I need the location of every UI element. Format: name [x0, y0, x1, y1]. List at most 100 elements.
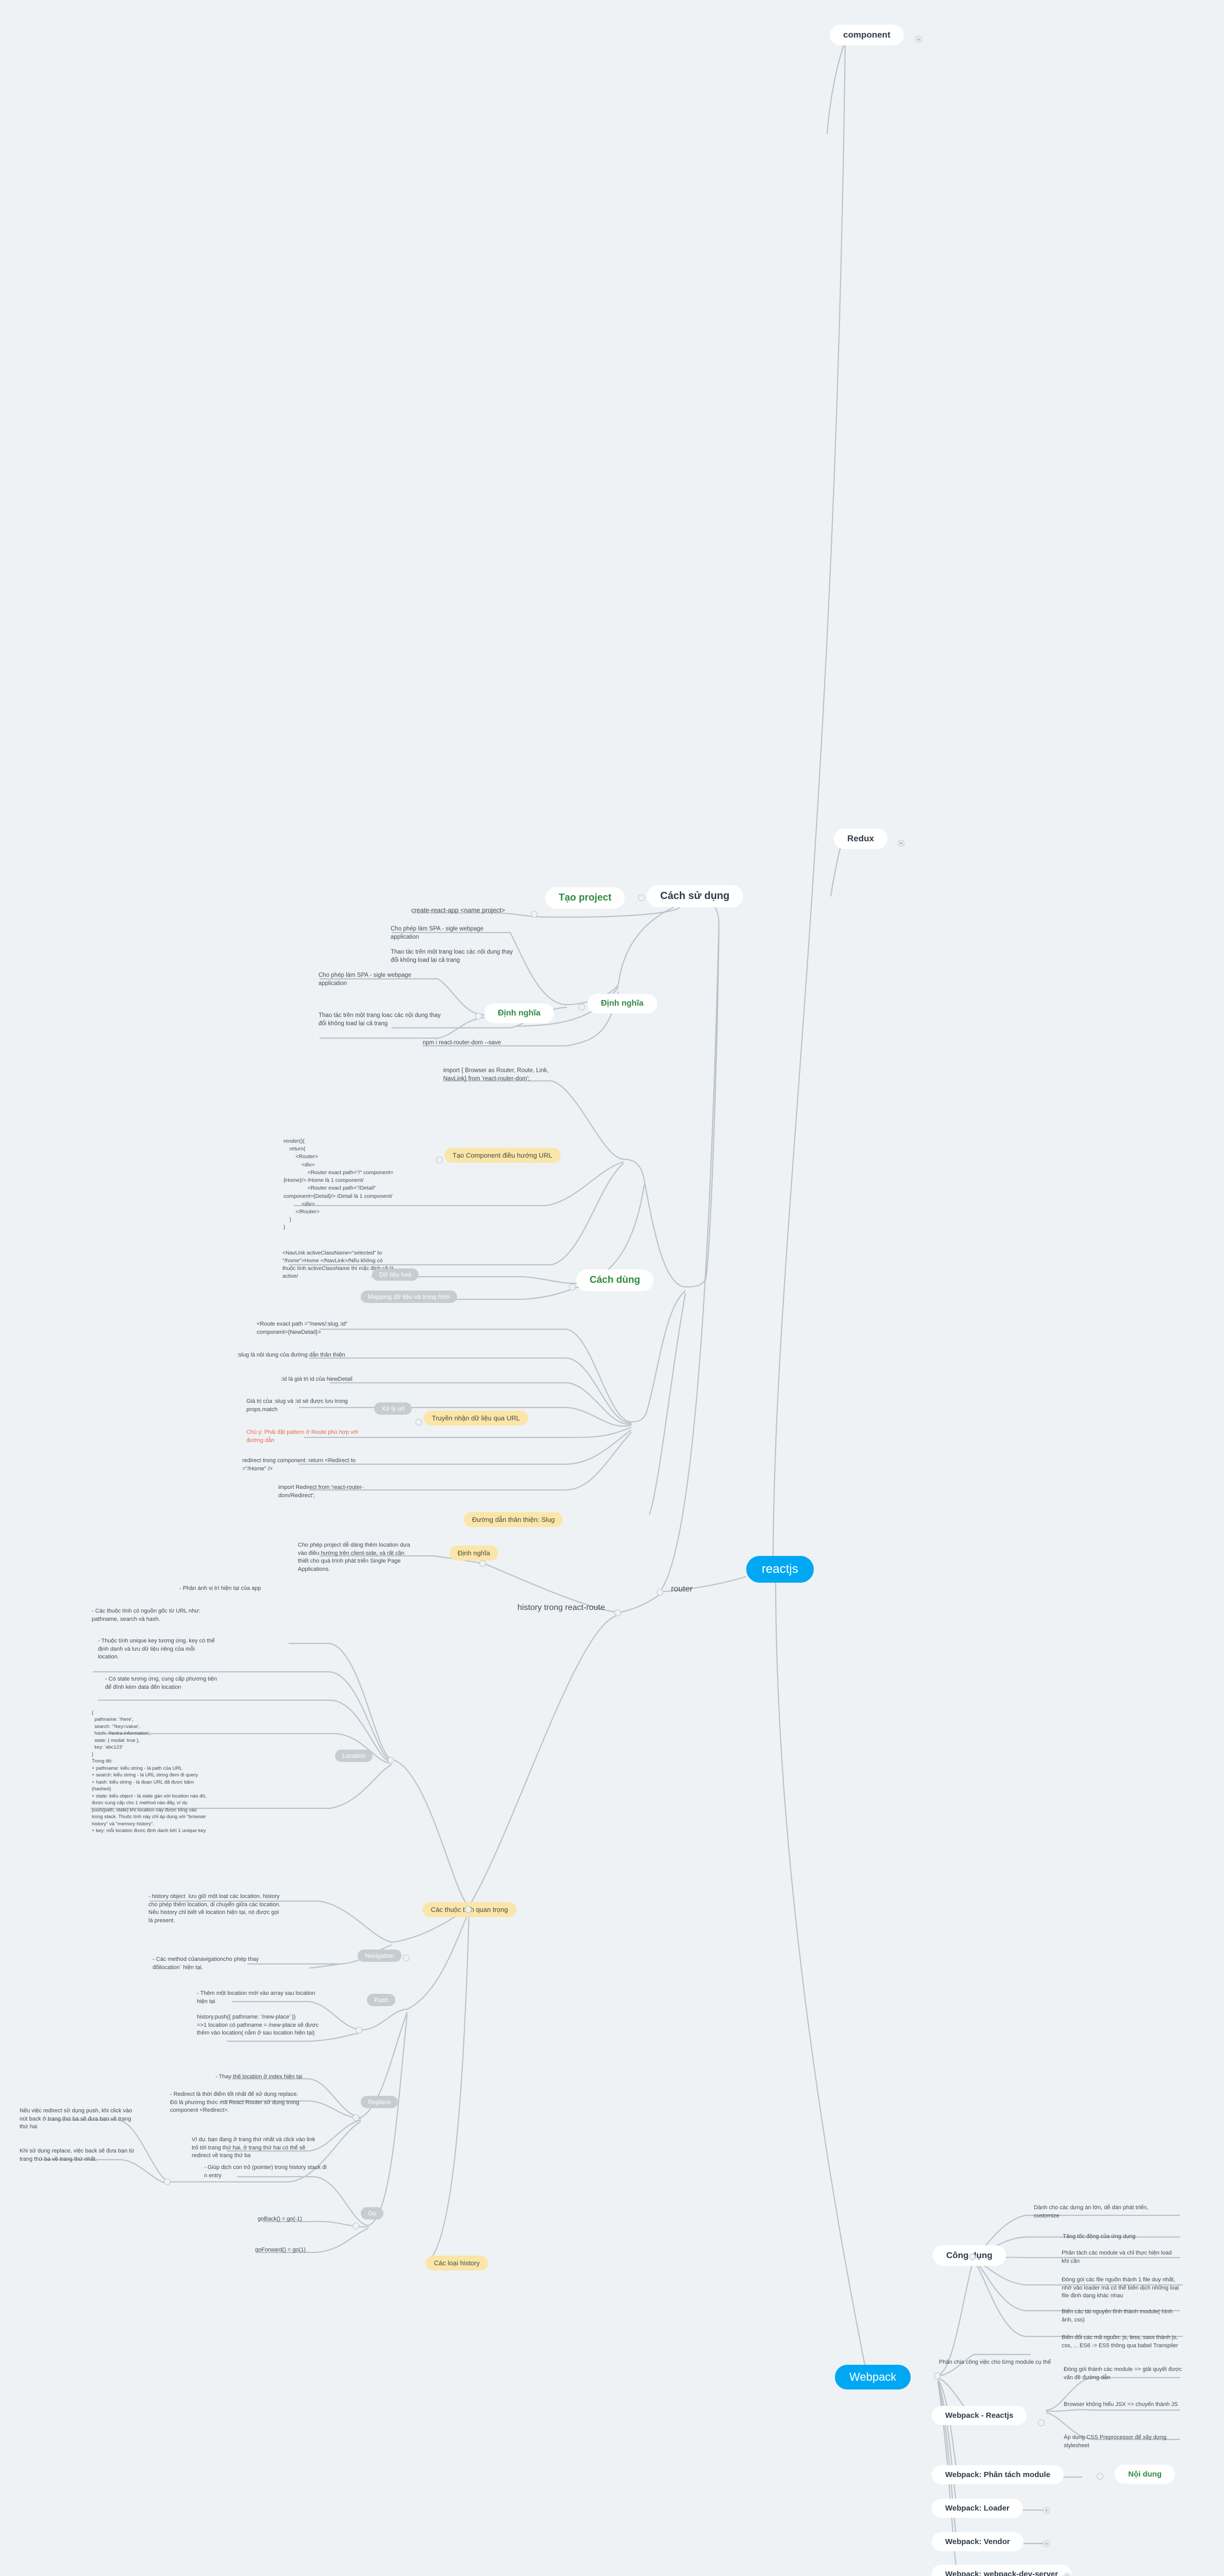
node-cach-su-dung-label: Cách sử dụng [647, 885, 743, 907]
leaf-cong-dung-4: Biến các tài nguyên tĩnh thành module( h… [1062, 2309, 1175, 2323]
router-handle[interactable] [657, 1589, 663, 1596]
replace-handle[interactable] [353, 2114, 359, 2121]
leaf-dn2-item-0: Cho phép làm SPA - sigle webpage applica… [318, 972, 413, 987]
push-handle[interactable] [356, 2027, 362, 2033]
node-root-reactjs-label: reactjs [746, 1556, 814, 1583]
node-noi-dung-label: Nội dung [1115, 2465, 1175, 2484]
node-push[interactable]: Push [367, 1994, 396, 2006]
node-cac-loai-history[interactable]: Các loại history [426, 2256, 488, 2270]
node-cach-dung-label: Cách dùng [576, 1269, 654, 1291]
node-component[interactable]: component [830, 25, 904, 45]
leaf-url-item-5: redirect trong component: return <Redire… [242, 1458, 357, 1472]
node-cach-su-dung[interactable]: Cách sử dụng [647, 885, 743, 907]
leaf-webpack-reactjs-0: Đóng gói thành các module => giải quyết … [1064, 2366, 1184, 2381]
node-history-title-label: history trong react-route [517, 1603, 605, 1612]
leaf-import-router: import { Browser as Router, Route, Link,… [443, 1067, 550, 1082]
node-tao-project[interactable]: Tạo project [545, 887, 625, 909]
cach-dung-handle[interactable] [569, 1284, 576, 1291]
node-truyen-nhan[interactable]: Truyền nhận dữ liệu qua URL [424, 1411, 528, 1426]
leaf-cong-dung-1: Tăng tốc động của ứng dụng [1063, 2233, 1136, 2240]
node-duong-dan-slug[interactable]: Đường dẫn thân thiện: Slug [464, 1512, 563, 1527]
node-go[interactable]: Go [361, 2207, 384, 2219]
node-dinh-nghia-1[interactable]: Định nghĩa [588, 994, 657, 1013]
truyen-nhan-handle[interactable] [415, 1419, 422, 1426]
node-mapping[interactable]: Mapping dữ liệu và trong html [361, 1291, 457, 1303]
node-history-dinh-nghia-label: Định nghĩa [449, 1546, 498, 1561]
redux-collapse-handle[interactable] [898, 840, 904, 846]
node-xu-ly-url[interactable]: Xử lý url [374, 1402, 412, 1415]
node-history-dinh-nghia[interactable]: Định nghĩa [449, 1546, 498, 1561]
leaf-go-item-2: goForward() = go(1) [255, 2247, 306, 2253]
node-duong-dan-slug-label: Đường dẫn thân thiện: Slug [464, 1512, 563, 1527]
webpack-reactjs-handle[interactable] [1038, 2419, 1045, 2426]
leaf-install-cmd: npm i react-router-dom --save [423, 1040, 501, 1046]
leaf-dn2-item-1: Thao tác trên một trang loac các nội dun… [318, 1012, 443, 1027]
node-redux[interactable]: Redux [834, 828, 887, 849]
dinh-nghia-1-handle[interactable] [578, 1004, 585, 1010]
dev-server-handle[interactable] [1064, 2573, 1070, 2576]
leaf-dn1-item-0: Cho phép làm SPA - sigle webpage applica… [391, 926, 485, 941]
leaf-url-item-6: import Redirect from 'react-router-dom/R… [278, 1484, 364, 1499]
node-root-reactjs[interactable]: reactjs [746, 1556, 814, 1583]
history-dinh-nghia-handle[interactable] [479, 1560, 486, 1567]
node-webpack-phan-tach-module-label: Webpack: Phân tách module [932, 2465, 1064, 2484]
component-collapse-handle[interactable] [915, 36, 922, 43]
node-navigation[interactable]: Navigation [358, 1950, 401, 1962]
node-replace[interactable]: Replace [361, 2096, 398, 2108]
node-location-label: Location [335, 1750, 373, 1762]
cong-dung-handle[interactable] [969, 2253, 976, 2260]
leaf-cong-dung-2: Phân tách các module và chỉ thực hiện lo… [1062, 2250, 1173, 2264]
node-noi-dung[interactable]: Nội dung [1115, 2465, 1175, 2484]
cac-thuoc-tinh-quan-trong-handle[interactable] [465, 1906, 472, 1913]
node-dinh-nghia-1-label: Định nghĩa [588, 994, 657, 1013]
leaf-cong-dung-6: Phân chia công việc cho từng module cụ t… [939, 2359, 1051, 2365]
leaf-navlink-code: <NavLink activeClassName="selected" to "… [282, 1250, 394, 1279]
node-tao-component[interactable]: Tạo Component điều hướng URL [444, 1148, 561, 1163]
leaf-history-dinh-nghia-text: Cho phép project dễ dàng thêm location d… [298, 1542, 412, 1572]
navigation-handle[interactable] [403, 1955, 410, 1961]
leaf-go-item-1: goBack() = go(-1) [258, 2216, 302, 2222]
node-router-label: router [671, 1585, 693, 1594]
leaf-location-item-2: - Thuộc tính unique key tương ứng. key c… [98, 1638, 216, 1660]
node-webpack-phan-tach-module[interactable]: Webpack: Phân tách module [932, 2465, 1064, 2484]
node-router[interactable]: router [671, 1585, 693, 1594]
leaf-render-code: render(){ return( <Router> <div> <Router… [283, 1138, 394, 1231]
location-handle[interactable] [388, 1757, 394, 1764]
leaf-replace-item-2: Ví dụ: bạn đang ở trang thứ nhất và clic… [192, 2137, 317, 2159]
webpack-handle[interactable] [934, 2372, 941, 2379]
leaf-location-code: { pathname: '/here', search: '?key=value… [92, 1710, 207, 1834]
node-webpack-vendor[interactable]: Webpack: Vendor [932, 2532, 1024, 2551]
node-webpack-loader-label: Webpack: Loader [932, 2499, 1023, 2518]
node-du-lieu-hoa[interactable]: Dữ liệu hoá [372, 1268, 419, 1281]
node-webpack-reactjs[interactable]: Webpack - Reactjs [932, 2406, 1027, 2425]
node-webpack-loader[interactable]: Webpack: Loader [932, 2499, 1023, 2518]
loader-handle[interactable] [1043, 2507, 1050, 2514]
node-cach-dung[interactable]: Cách dùng [576, 1269, 654, 1291]
leaf-url-item-2: :id là giá trị id của NewDetail [281, 1376, 353, 1382]
node-root-webpack[interactable]: Webpack [835, 2365, 911, 2389]
cach-su-dung-handle[interactable] [638, 894, 645, 901]
replace-notes-handle[interactable] [164, 2178, 171, 2185]
history-title-handle[interactable] [614, 1609, 621, 1616]
go-handle[interactable] [353, 2223, 359, 2229]
node-dinh-nghia-2[interactable]: Định nghĩa [484, 1004, 554, 1023]
leaf-push-item-1: history.push({ pathname: '/new-place' })… [197, 2014, 319, 2037]
leaf-cong-dung-3: Đóng gói các file nguồn thành 1 file duy… [1062, 2277, 1181, 2299]
phan-tach-module-handle[interactable] [1097, 2473, 1103, 2480]
leaf-history-object: - history object lưu giữ một loạt các lo… [148, 1893, 282, 1924]
tao-component-handle[interactable] [436, 1157, 443, 1163]
dinh-nghia-2-handle[interactable] [475, 1013, 482, 1020]
vendor-handle[interactable] [1043, 2540, 1050, 2547]
node-webpack-dev-server-label: Webpack: webpack-dev-server [932, 2565, 1071, 2576]
node-webpack-dev-server[interactable]: Webpack: webpack-dev-server [932, 2565, 1071, 2576]
leaf-dn1-item-1: Thao tác trên một trang loac các nội dun… [391, 949, 515, 964]
node-history-title[interactable]: history trong react-route [517, 1603, 605, 1613]
node-truyen-nhan-label: Truyền nhận dữ liệu qua URL [424, 1411, 528, 1426]
node-component-label: component [830, 25, 904, 45]
tao-project-handle[interactable] [531, 911, 538, 918]
leaf-replace-note-1: Khi sử dụng replace, việc back sẽ đưa bạ… [20, 2148, 136, 2162]
node-tao-project-label: Tạo project [545, 887, 625, 909]
node-location[interactable]: Location [335, 1750, 373, 1762]
node-xu-ly-url-label: Xử lý url [374, 1402, 412, 1415]
